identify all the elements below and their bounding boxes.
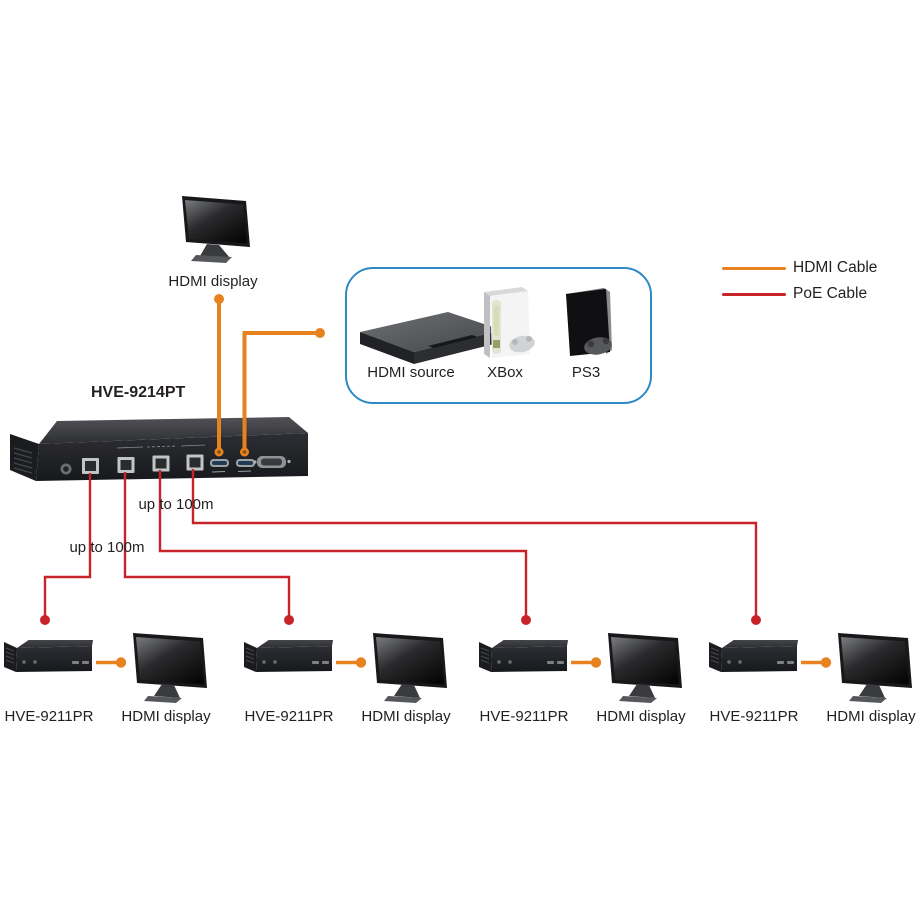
hdmi-source-label: HDMI source (367, 364, 455, 381)
ps3-icon (566, 288, 612, 356)
vent-grille (13, 447, 33, 474)
receiver-display-label: HDMI display (826, 708, 916, 725)
receiver-display-image (133, 633, 207, 703)
ps3-label: PS3 (571, 364, 601, 381)
receiver-display-label: HDMI display (596, 708, 686, 725)
rj45-ports (82, 454, 204, 474)
xbox-icon (484, 287, 535, 358)
hdmi-source-icon (360, 312, 502, 364)
receiver-display-image (838, 633, 912, 703)
receiver-device-image (4, 640, 94, 672)
poe-cable-endpoint-dot (40, 615, 50, 625)
poe-cable-3 (158, 470, 528, 616)
legend-poe-cable-label: PoE Cable (793, 285, 868, 302)
receiver-device-label: HVE-9211PR (479, 708, 569, 725)
receiver-display-label: HDMI display (121, 708, 211, 725)
monitor-icon (182, 196, 250, 263)
poe-cable-endpoint-dot (284, 615, 294, 625)
receiver-device-image (244, 640, 334, 672)
receiver-device-label: HVE-9211PR (709, 708, 799, 725)
poe-cable-4 (191, 469, 758, 616)
hdmi-cable-endpoint-dot (315, 328, 325, 338)
receiver-group-4: HVE-9211PR HDMI display (705, 630, 921, 730)
receiver-device-label: HVE-9211PR (4, 708, 94, 725)
source-devices-images (360, 287, 612, 364)
distance-label-upper: up to 100m (138, 496, 214, 513)
receiver-device-image (709, 640, 799, 672)
xbox-label: XBox (487, 364, 523, 381)
vga-port (253, 456, 291, 468)
receiver-group-2: HVE-9211PR HDMI display (240, 630, 456, 730)
receiver-display-image (373, 633, 447, 703)
receiver-display-label: HDMI display (361, 708, 451, 725)
panel-printing (116, 444, 206, 449)
legend-hdmi-cable-label: HDMI Cable (793, 259, 878, 276)
poe-cable-endpoint-dot (521, 615, 531, 625)
poe-cable-endpoint-dot (751, 615, 761, 625)
legend-poe-cable-swatch (722, 293, 786, 296)
receiver-group-1: HVE-9211PR HDMI display (0, 630, 216, 730)
receiver-display-image (608, 633, 682, 703)
transmitter-chassis (10, 417, 308, 481)
transmitter-device-image (10, 417, 308, 481)
legend-hdmi-cable-swatch (722, 267, 786, 270)
top-display-label: HDMI display (168, 273, 258, 290)
receiver-device-label: HVE-9211PR (244, 708, 334, 725)
transmitter-model-label: HVE-9214PT (91, 384, 186, 401)
distance-label-lower: up to 100m (69, 539, 145, 556)
hdmi-cable-endpoint-dot (214, 294, 224, 304)
receiver-group-3: HVE-9211PR HDMI display (475, 630, 691, 730)
receiver-device-image (479, 640, 569, 672)
top-hdmi-display-image (182, 196, 250, 263)
